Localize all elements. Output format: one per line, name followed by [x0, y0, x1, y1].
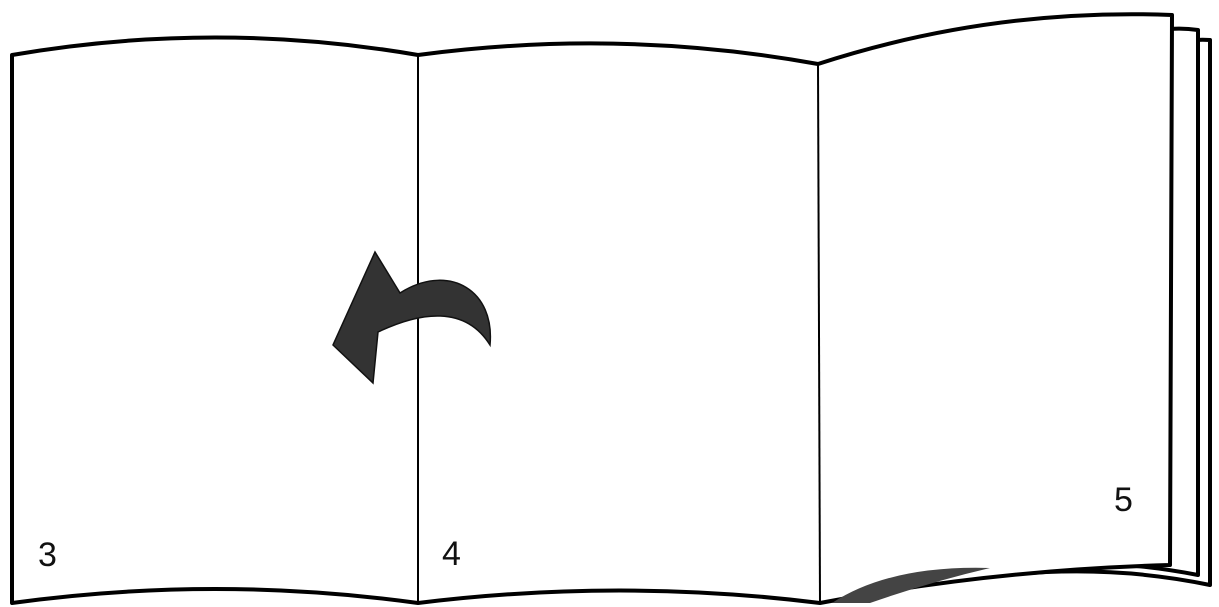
page-number-4: 4: [442, 535, 461, 573]
page-number-5: 5: [1114, 481, 1133, 519]
page-number-3: 3: [38, 536, 57, 574]
leaflet-outline: [12, 14, 1172, 603]
